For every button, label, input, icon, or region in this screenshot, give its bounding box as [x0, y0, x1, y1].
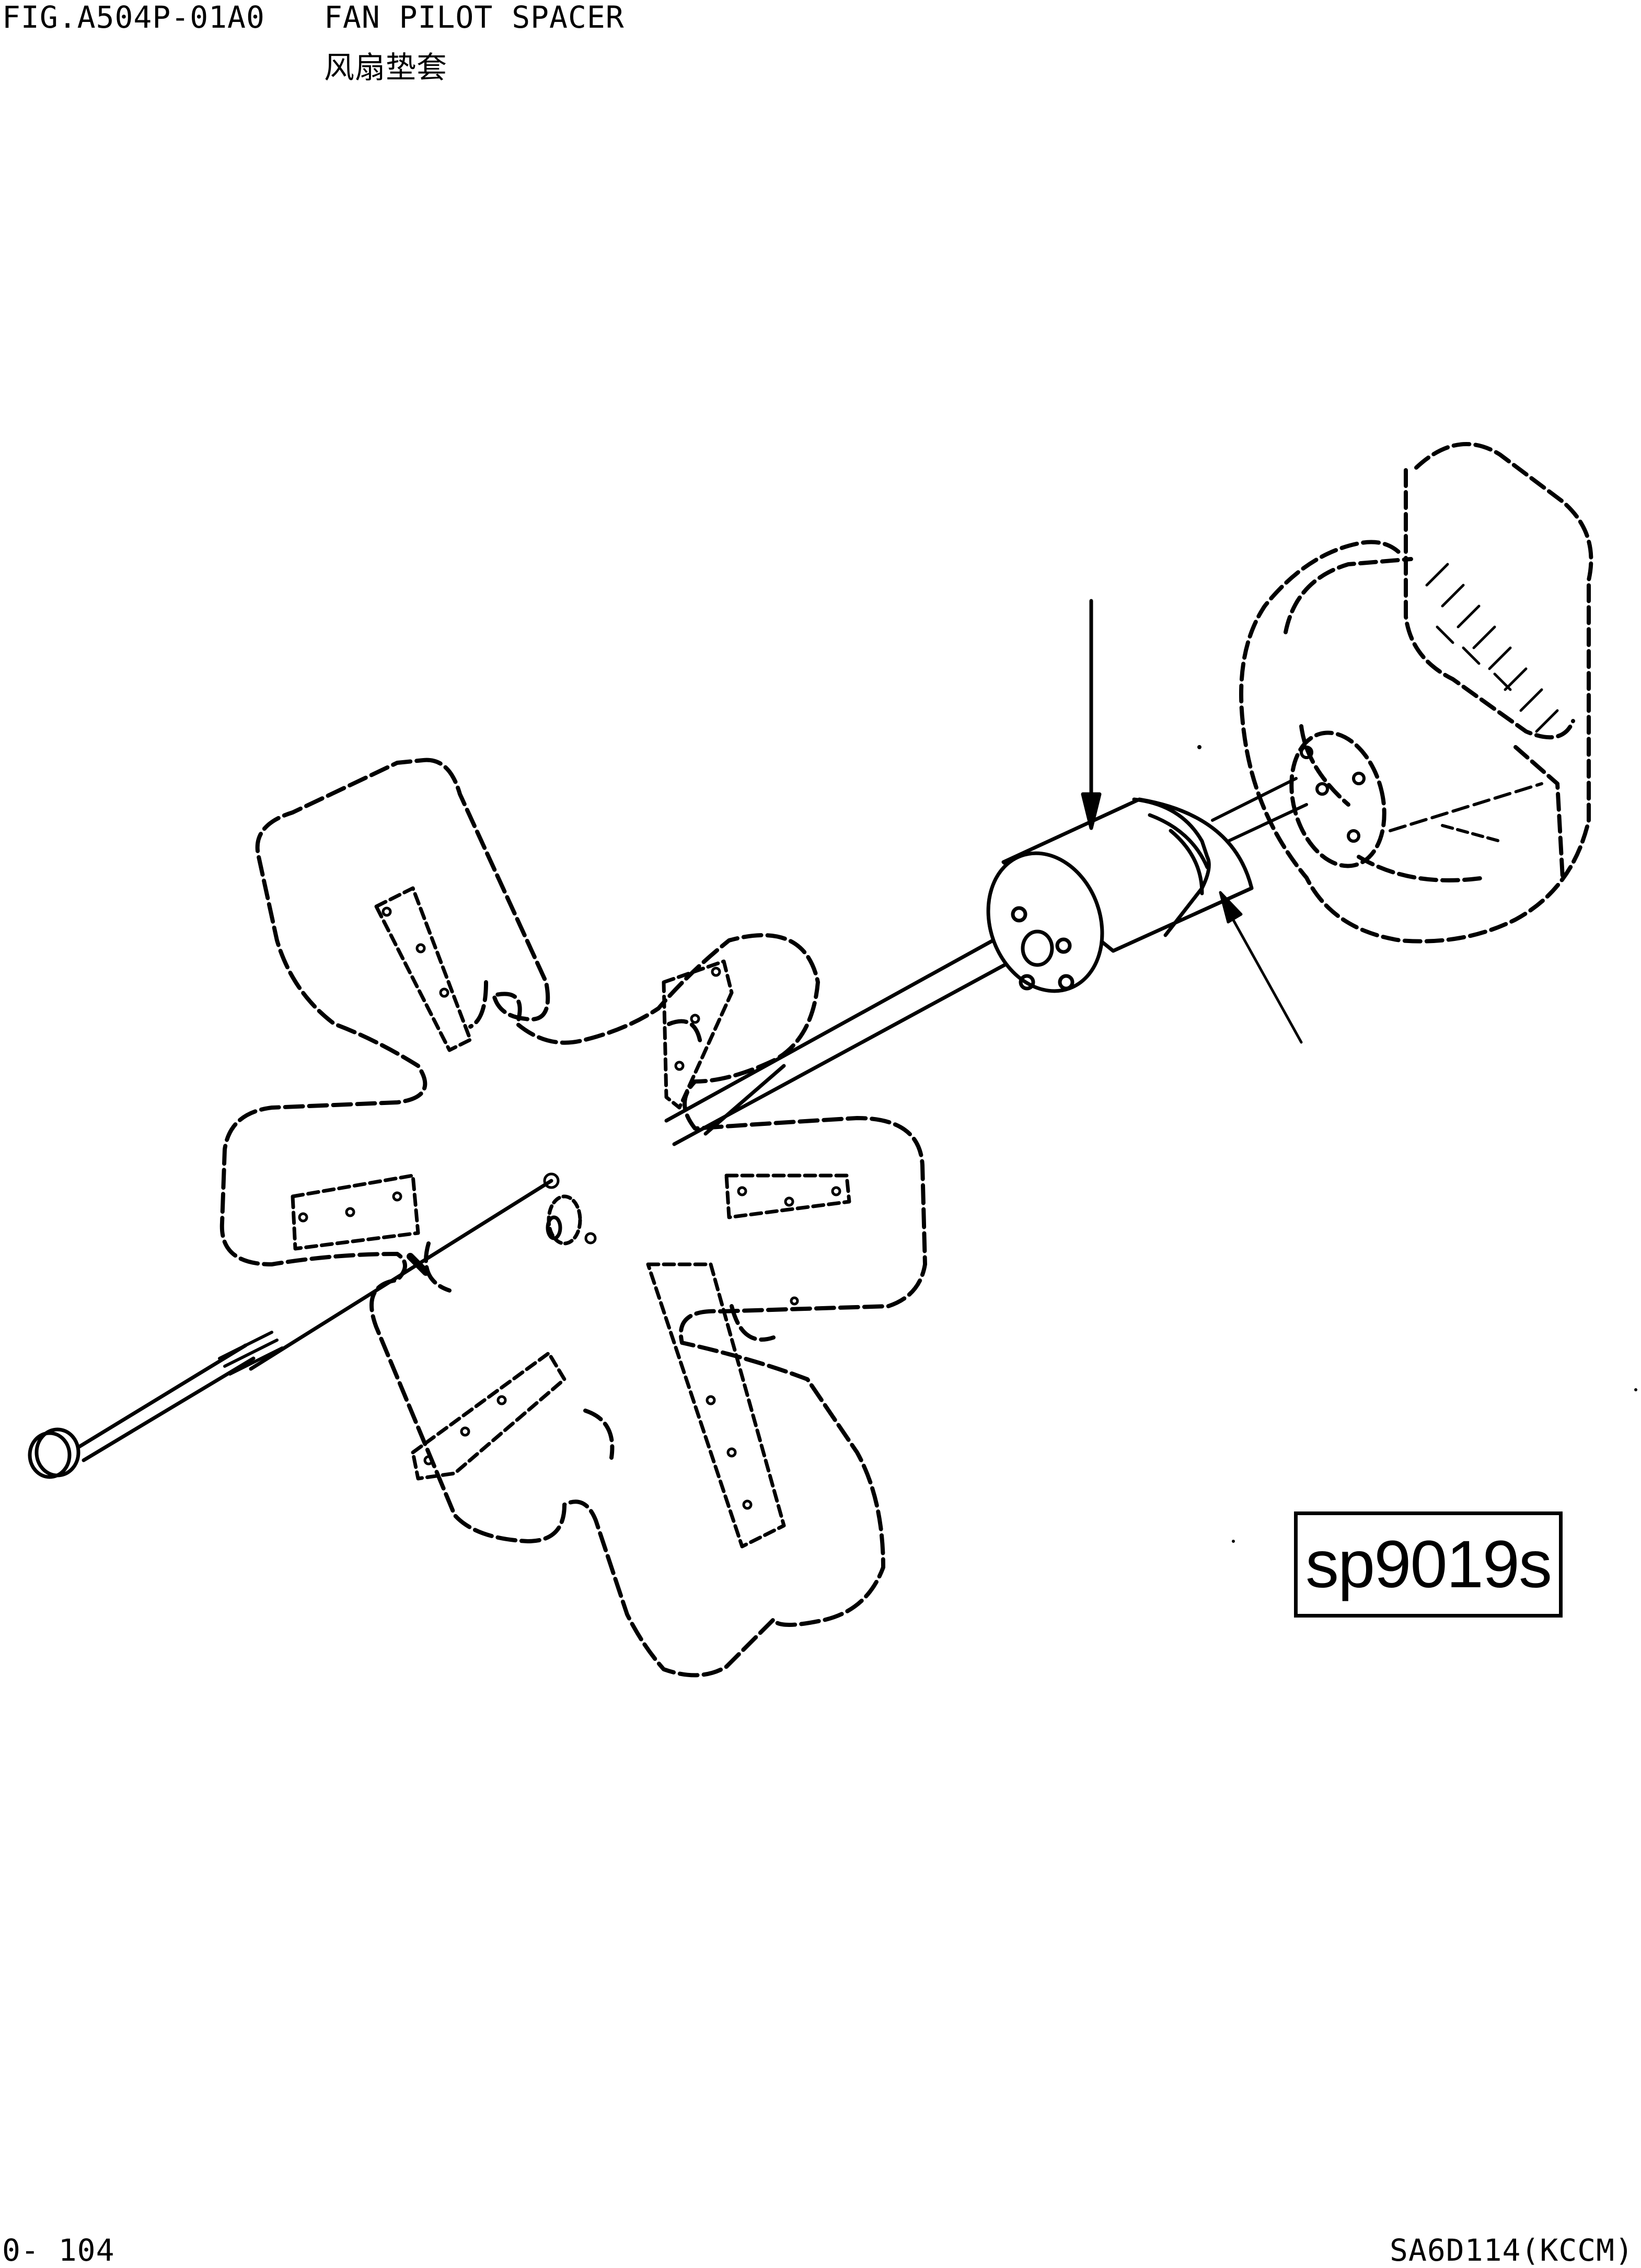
- figure-number: FIG.A504P-01A0: [2, 0, 265, 35]
- page-number: 0- 104: [2, 2232, 115, 2268]
- scan-specks: [1197, 745, 1637, 1543]
- pump-pulley-outline: [1239, 442, 1593, 944]
- pump-hatching: [1425, 563, 1559, 733]
- fan-center-hub: [546, 1194, 582, 1246]
- fan-hub-plates: [291, 886, 851, 1549]
- pilot-shaft: [664, 938, 1013, 1146]
- pump-hub-bolts: [1300, 746, 1543, 843]
- leader-arrow-top: [1081, 599, 1102, 830]
- reference-code-box: sp9019s: [1294, 1511, 1563, 1618]
- fan-pilot-spacer: [986, 797, 1254, 993]
- engine-model: SA6D114(KCCM): [1390, 2232, 1634, 2268]
- reference-code: sp9019s: [1305, 1527, 1552, 1602]
- hub-bolt-holes: [298, 906, 841, 1510]
- mounting-bolt: [28, 1179, 553, 1479]
- figure-title-chinese: 风扇垫套: [324, 50, 448, 85]
- fan-blade-outline: [219, 758, 927, 1678]
- figure-title: FAN PILOT SPACER: [324, 0, 625, 35]
- leader-arrow-side: [1219, 891, 1303, 1044]
